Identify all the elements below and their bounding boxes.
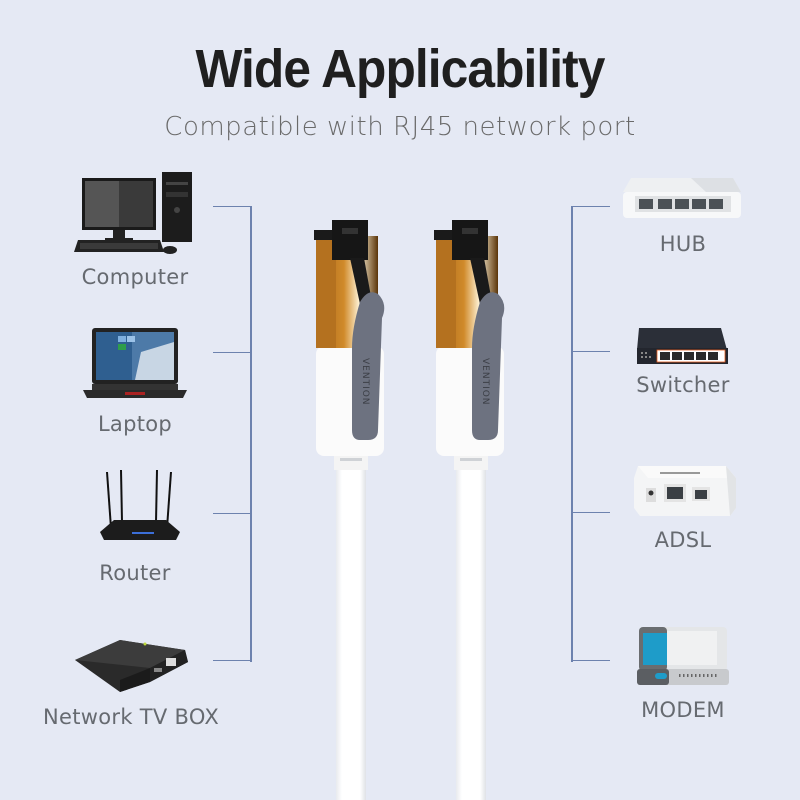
brand-mark: VENTION xyxy=(480,358,490,406)
device-adsl: ADSL xyxy=(608,460,758,552)
tv-box-icon xyxy=(75,640,188,692)
page-title: Wide Applicability xyxy=(195,39,606,99)
connector-line-router xyxy=(213,513,251,514)
device-label: ADSL xyxy=(654,528,712,552)
connector-line-computer xyxy=(213,206,251,207)
connector-line-modem xyxy=(571,660,610,661)
device-laptop: Laptop xyxy=(60,322,210,436)
device-switch: Switcher xyxy=(608,324,758,397)
rj45-plug-left: VENTION xyxy=(314,220,385,800)
device-label: HUB xyxy=(659,232,707,256)
connector-line-laptop xyxy=(213,352,251,353)
laptop-icon xyxy=(83,328,187,398)
router-icon xyxy=(100,470,180,540)
connector-line-tv-box xyxy=(213,660,251,661)
device-tv-box: Network TV BOX xyxy=(30,632,240,729)
device-router: Router xyxy=(60,462,210,585)
cable xyxy=(336,468,366,800)
device-label: Router xyxy=(99,561,171,585)
latch xyxy=(472,292,505,440)
switch-icon xyxy=(637,328,728,364)
modem-icon xyxy=(637,627,729,685)
rj45-plug-right: VENTION xyxy=(434,220,505,800)
device-label: Switcher xyxy=(636,373,730,397)
device-modem: MODEM xyxy=(608,625,758,722)
hub-icon xyxy=(622,178,741,218)
connector-line-left-vertical xyxy=(250,206,252,662)
brand-mark: VENTION xyxy=(360,358,370,406)
connector-line-adsl xyxy=(571,512,610,513)
cable xyxy=(456,468,486,800)
device-label: Computer xyxy=(81,265,189,289)
latch xyxy=(352,292,385,440)
device-computer: Computer xyxy=(60,170,210,289)
connector-line-right-vertical xyxy=(571,206,573,662)
page-subtitle: Compatible with RJ45 network port xyxy=(164,112,636,142)
connector-line-switch xyxy=(571,351,610,352)
device-label: MODEM xyxy=(641,698,725,722)
adsl-icon xyxy=(633,466,736,516)
connector-line-hub xyxy=(571,206,610,207)
device-hub: HUB xyxy=(608,172,758,256)
device-label: Laptop xyxy=(97,412,173,436)
device-label: Network TV BOX xyxy=(43,705,220,729)
desktop-computer-icon xyxy=(74,172,192,254)
